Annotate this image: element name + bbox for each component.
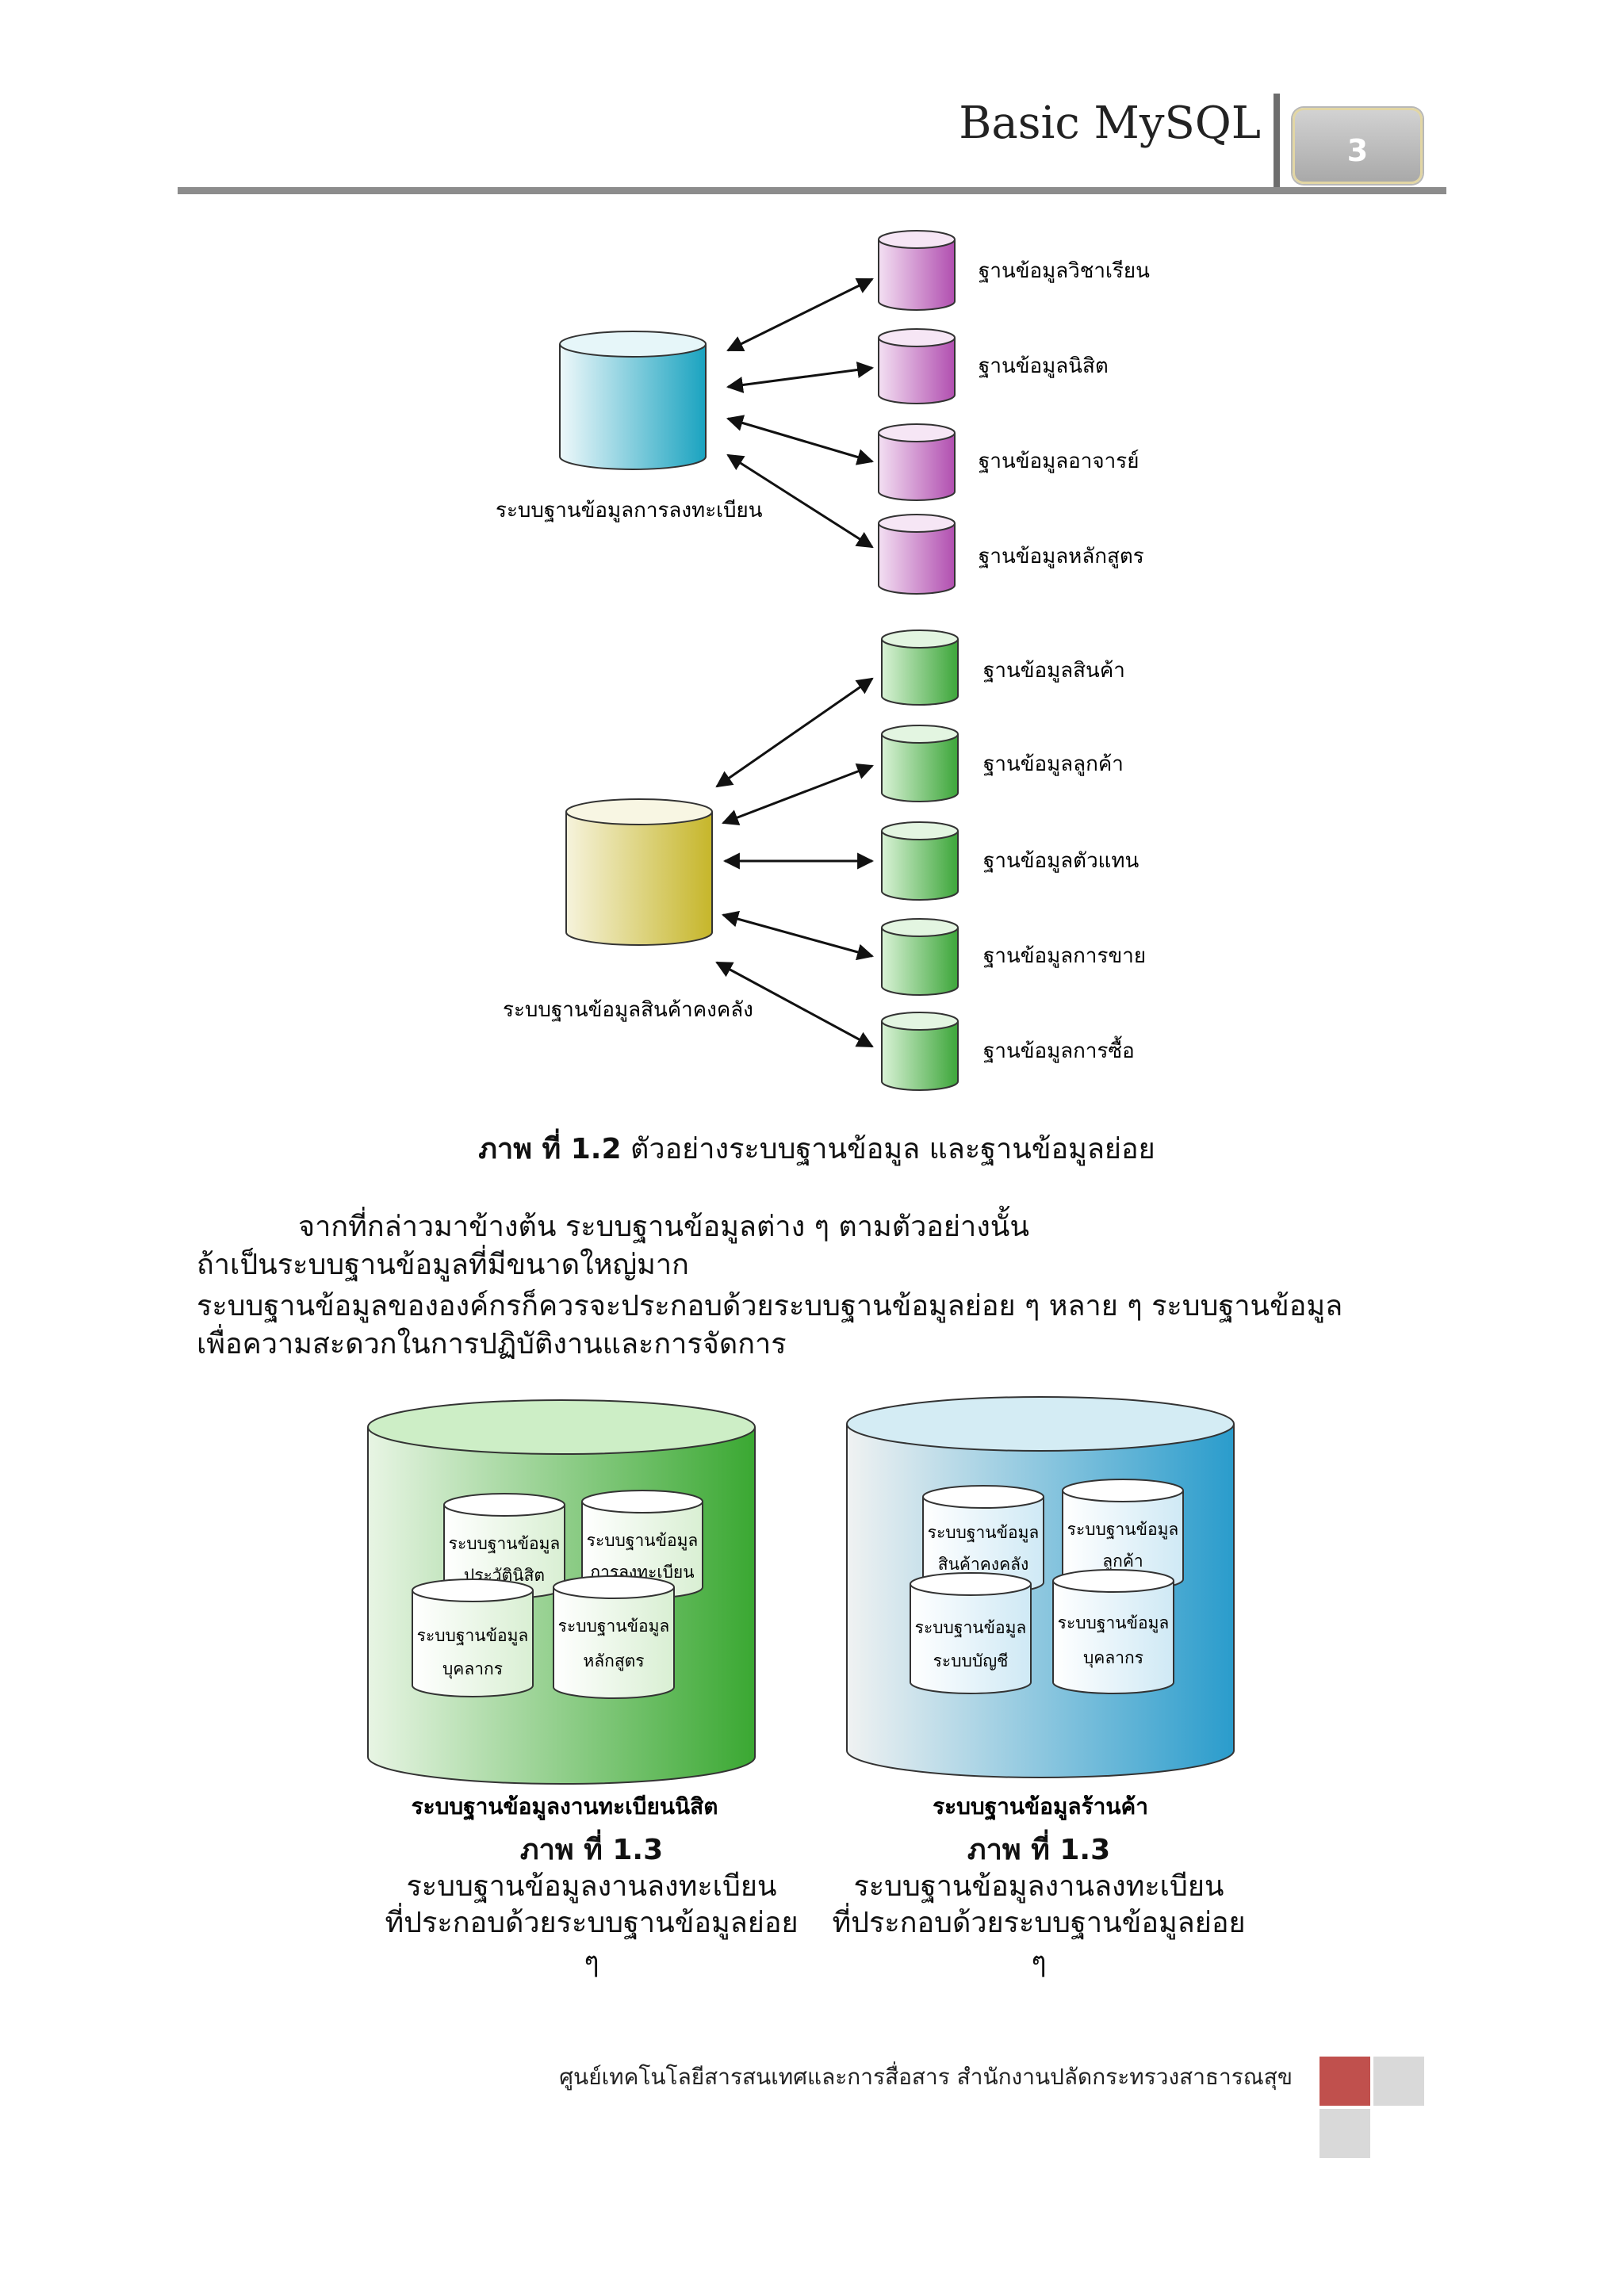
- registration-sub-cylinder-2: [878, 328, 956, 404]
- header-divider-vertical: [1274, 94, 1280, 192]
- registration-sub-label-2: ฐานข้อมูลนิสิต: [979, 354, 1109, 378]
- store-cylinder: [846, 1396, 1235, 1778]
- registration-arrow-2: [726, 362, 875, 393]
- figure-1-2-caption-text: ตัวอย่างระบบฐานข้อมูล และฐานข้อมูลย่อย: [630, 1133, 1155, 1165]
- figure-1-2-caption: ภาพ ที่ 1.2 ตัวอย่างระบบฐานข้อมูล และฐาน…: [238, 1126, 1396, 1171]
- inventory-arrow-5: [715, 961, 874, 1048]
- store-sub-cylinder-4: ระบบฐานข้อมูล บุคลากร: [1052, 1569, 1174, 1694]
- figure-1-3-left-caption-prefix: ภาพ ที่ 1.3: [519, 1834, 664, 1866]
- figure-1-3-right-caption-line-2: ที่ประกอบด้วยระบบฐานข้อมูลย่อย: [832, 1907, 1246, 1939]
- inventory-sub-cylinder-1: [881, 629, 959, 706]
- registration-sub-cylinder-3: [878, 423, 956, 501]
- inventory-sub-label-2: ฐานข้อมูลลูกค้า: [983, 752, 1124, 776]
- figure-1-3-right-caption-prefix: ภาพ ที่ 1.3: [967, 1834, 1111, 1866]
- header-divider-horizontal: [178, 187, 1446, 194]
- student-sub-line-4b: หลักสูตร: [583, 1651, 644, 1671]
- figure-1-3-left-caption-line-1: ระบบฐานข้อมูลงานลงทะเบียน: [406, 1870, 777, 1903]
- figure-1-3-right-caption-line-1: ระบบฐานข้อมูลงานลงทะเบียน: [853, 1870, 1224, 1903]
- registration-arrow-4: [726, 453, 874, 549]
- figure-1-2-diagram: ระบบฐานข้อมูลการลงทะเบียน ฐานข้อมูลวิชาเ…: [496, 230, 1150, 1091]
- figure-1-3-right-caption-line-3: ๆ: [1031, 1946, 1047, 1979]
- store-label: ระบบฐานข้อมูลร้านค้า: [933, 1793, 1148, 1821]
- student-sub-line-3b: บุคลากร: [442, 1659, 503, 1679]
- registration-sub-cylinder-4: [878, 514, 956, 595]
- store-sub-line-1b: สินค้าคงคลัง: [938, 1555, 1029, 1574]
- inventory-sub-cylinder-4: [881, 918, 959, 996]
- registration-arrow-1: [726, 277, 874, 352]
- figure-1-3-diagram: ระบบฐานข้อมูล ประวัตินิสิต ระบบฐานข้อมูล…: [367, 1396, 1235, 1821]
- store-sub-line-4b: บุคลากร: [1083, 1648, 1143, 1668]
- inventory-sub-label-5: ฐานข้อมูลการซื้อ: [983, 1035, 1135, 1063]
- inventory-main-cylinder: [565, 798, 713, 946]
- store-sub-line-2b: ลูกค้า: [1102, 1552, 1143, 1571]
- inventory-main-label: ระบบฐานข้อมูลสินค้าคงคลัง: [503, 998, 753, 1022]
- student-sub-line-2a: ระบบฐานข้อมูล: [587, 1531, 699, 1551]
- store-sub-line-1a: ระบบฐานข้อมูล: [928, 1523, 1040, 1543]
- student-sub-cylinder-3: ระบบฐานข้อมูล บุคลากร: [412, 1578, 534, 1697]
- registration-sub-cylinder-1: [878, 230, 956, 311]
- paragraph-line-2: ถ้าเป็นระบบฐานข้อมูลที่มีขนาดใหญ่มาก: [197, 1249, 689, 1281]
- page-number: 3: [1346, 133, 1369, 168]
- student-sub-line-4a: ระบบฐานข้อมูล: [558, 1617, 670, 1636]
- registration-main-label: ระบบฐานข้อมูลการลงทะเบียน: [496, 499, 763, 522]
- figure-1-3-left-caption-line-2: ที่ประกอบด้วยระบบฐานข้อมูลย่อย: [385, 1907, 799, 1939]
- inventory-sub-label-1: ฐานข้อมูลสินค้า: [983, 659, 1125, 683]
- inventory-arrow-2: [722, 763, 874, 826]
- page-number-badge: [1293, 108, 1423, 184]
- inventory-sub-cylinder-5: [881, 1012, 959, 1091]
- registration-sub-label-4: ฐานข้อมูลหลักสูตร: [979, 545, 1144, 568]
- student-sub-line-1a: ระบบฐานข้อมูล: [449, 1534, 561, 1554]
- paragraph-line-3: ระบบฐานข้อมูลขององค์กรก็ควรจะประกอบด้วยร…: [197, 1290, 1343, 1322]
- inventory-sub-label-3: ฐานข้อมูลตัวแทน: [983, 849, 1139, 873]
- paragraph-line-1: จากที่กล่าวมาข้างต้น ระบบฐานข้อมูลต่าง ๆ…: [298, 1211, 1030, 1243]
- inventory-sub-label-4: ฐานข้อมูลการขาย: [983, 944, 1146, 968]
- student-sub-line-3a: ระบบฐานข้อมูล: [417, 1626, 529, 1646]
- store-sub-line-3b: ระบบบัญชี: [933, 1651, 1009, 1670]
- inventory-sub-cylinder-2: [881, 725, 959, 802]
- figure-1-2-caption-prefix: ภาพ ที่ 1.2: [478, 1133, 622, 1165]
- store-sub-line-3a: ระบบฐานข้อมูล: [915, 1618, 1027, 1638]
- inventory-arrow-4: [721, 910, 875, 961]
- registration-main-cylinder: [559, 331, 707, 470]
- store-sub-cylinder-2: ระบบฐานข้อมูล ลูกค้า: [1062, 1479, 1184, 1591]
- student-registration-label: ระบบฐานข้อมูลงานทะเบียนนิสิต: [412, 1793, 718, 1821]
- registration-sub-label-1: ฐานข้อมูลวิชาเรียน: [979, 259, 1150, 283]
- store-sub-line-2a: ระบบฐานข้อมูล: [1067, 1520, 1179, 1540]
- header-title: Basic MySQL: [959, 98, 1261, 149]
- registration-sub-label-3: ฐานข้อมูลอาจารย์: [979, 450, 1139, 473]
- footer-accent-square: [1320, 2057, 1370, 2106]
- registration-arrow-3: [726, 415, 875, 465]
- footer-gray-square-2: [1320, 2109, 1370, 2158]
- store-sub-cylinder-3: ระบบฐานข้อมูล ระบบบัญชี: [910, 1572, 1032, 1694]
- footer-gray-square-1: [1373, 2057, 1424, 2106]
- inventory-arrow-1: [715, 677, 874, 788]
- figure-1-3-left-caption-line-3: ๆ: [584, 1946, 599, 1979]
- inventory-sub-cylinder-3: [881, 821, 959, 901]
- store-sub-line-4a: ระบบฐานข้อมูล: [1058, 1613, 1170, 1633]
- footer-text: ศูนย์เทคโนโลยีสารสนเทศและการสื่อสาร สำนั…: [559, 2064, 1293, 2090]
- student-sub-cylinder-4: ระบบฐานข้อมูล หลักสูตร: [553, 1575, 675, 1699]
- paragraph-line-4: เพื่อความสะดวกในการปฏิบัติงานและการจัดกา…: [197, 1328, 787, 1360]
